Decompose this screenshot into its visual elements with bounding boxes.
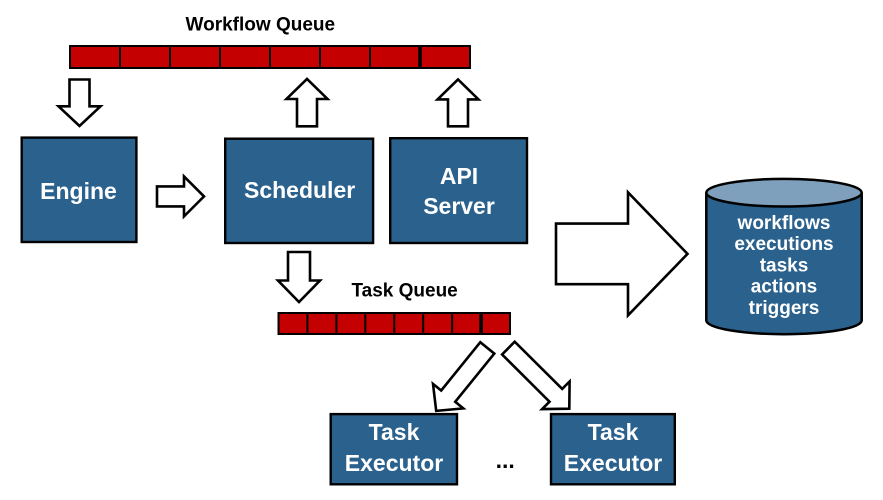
svg-text:workflows: workflows [737, 213, 831, 234]
svg-text:Executor: Executor [345, 450, 443, 476]
svg-text:...: ... [496, 447, 515, 473]
svg-text:Workflow Queue: Workflow Queue [186, 15, 336, 36]
svg-text:tasks: tasks [760, 255, 809, 276]
svg-text:Scheduler: Scheduler [244, 177, 355, 203]
svg-text:Task Queue: Task Queue [351, 281, 457, 302]
svg-text:Task: Task [369, 419, 420, 445]
svg-text:triggers: triggers [749, 298, 820, 319]
svg-text:Executor: Executor [564, 450, 662, 476]
svg-text:Task: Task [588, 419, 639, 445]
svg-text:Server: Server [423, 193, 495, 219]
svg-text:executions: executions [734, 234, 833, 255]
svg-text:actions: actions [751, 277, 818, 298]
svg-text:Engine: Engine [40, 178, 117, 204]
svg-text:API: API [440, 163, 478, 189]
